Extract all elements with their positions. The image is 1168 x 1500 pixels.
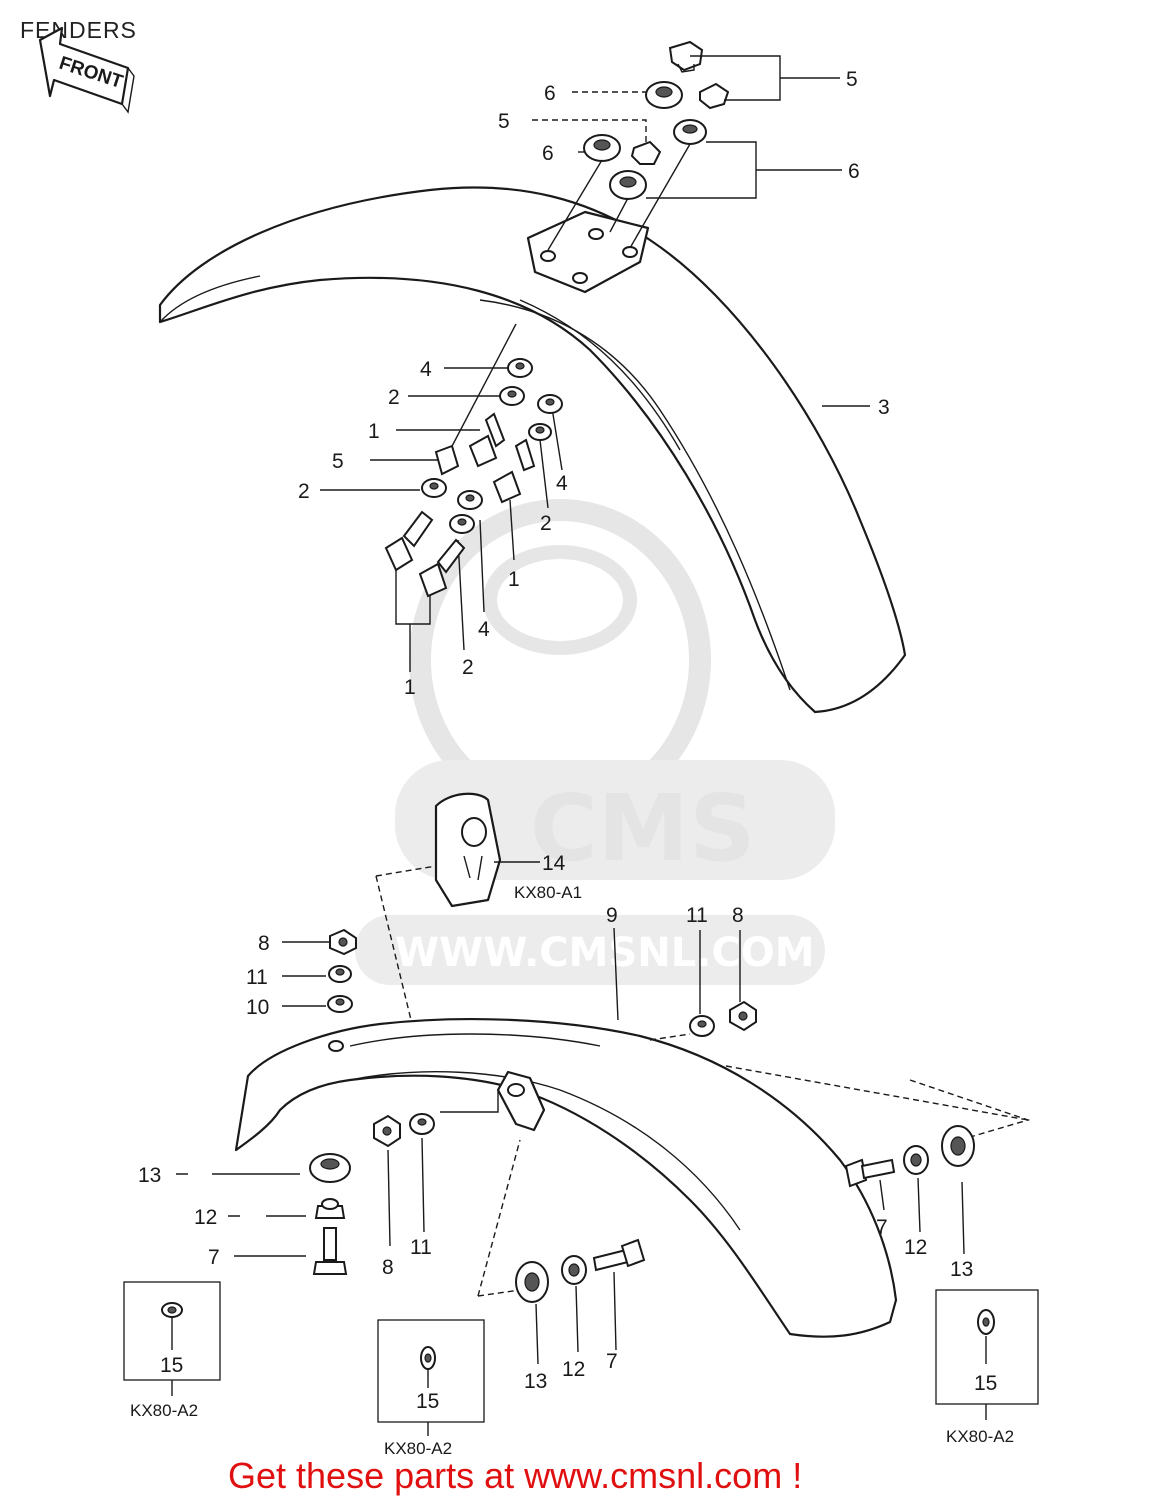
callout-3: 3 bbox=[878, 396, 890, 419]
variant-label-a2-right: KX80-A2 bbox=[946, 1427, 1014, 1446]
collar-5-top-b bbox=[699, 82, 730, 110]
callout-15-left: 15 bbox=[160, 1354, 183, 1377]
variant-label-a1: KX80-A1 bbox=[514, 883, 582, 902]
callout-6-top: 6 bbox=[544, 82, 556, 105]
callout-8-under: 8 bbox=[382, 1256, 394, 1279]
callout-2-c: 2 bbox=[540, 512, 552, 535]
variant-label-a2-middle: KX80-A2 bbox=[384, 1439, 452, 1458]
callout-7-right: 7 bbox=[876, 1216, 888, 1239]
callout-2-d: 2 bbox=[462, 656, 474, 679]
page-title: FENDERS bbox=[20, 17, 137, 43]
grommet-6-d bbox=[609, 170, 647, 200]
callout-12-bottom: 12 bbox=[562, 1358, 585, 1381]
callout-6-mid: 6 bbox=[542, 142, 554, 165]
variant-label-a2-left: KX80-A2 bbox=[130, 1401, 198, 1420]
collar-5-top-a bbox=[668, 40, 704, 73]
callout-8-left: 8 bbox=[258, 932, 270, 955]
collar-5-mid bbox=[630, 140, 662, 165]
front-fender bbox=[158, 186, 907, 714]
callout-13-left: 13 bbox=[138, 1164, 161, 1187]
rear-fender bbox=[234, 1017, 898, 1338]
nut-washer-right bbox=[689, 1000, 757, 1037]
callout-2-b: 2 bbox=[298, 480, 310, 503]
callout-7-left: 7 bbox=[208, 1246, 220, 1269]
top-bolts-washers bbox=[384, 358, 563, 598]
callout-12-right: 12 bbox=[904, 1236, 927, 1259]
grommet-6-a bbox=[645, 81, 683, 109]
callout-5-top: 5 bbox=[846, 68, 858, 91]
watermark-url: WWW.CMSNL.COM bbox=[395, 930, 815, 976]
callout-1-b: 1 bbox=[508, 568, 520, 591]
bracket-14 bbox=[434, 792, 502, 908]
callout-11-left: 11 bbox=[246, 966, 268, 989]
callout-15-middle: 15 bbox=[416, 1390, 439, 1413]
callout-4-b: 4 bbox=[556, 472, 568, 495]
callout-15-right: 15 bbox=[974, 1372, 997, 1395]
inset-box-right: 15 KX80-A2 bbox=[935, 1289, 1039, 1446]
callout-4-c: 4 bbox=[478, 618, 490, 641]
callout-6-right: 6 bbox=[848, 160, 860, 183]
grommet-6-b bbox=[583, 134, 621, 162]
callout-9: 9 bbox=[606, 904, 618, 927]
callout-5-c: 5 bbox=[332, 450, 344, 473]
grommet-bolt-bottom bbox=[515, 1238, 646, 1303]
callout-1-a: 1 bbox=[368, 420, 380, 443]
callout-8-top: 8 bbox=[732, 904, 744, 927]
nut-washer-under bbox=[373, 1113, 435, 1148]
callout-1-c: 1 bbox=[404, 676, 416, 699]
callout-2-a: 2 bbox=[388, 386, 400, 409]
callout-5-mid: 5 bbox=[498, 110, 510, 133]
callout-10: 10 bbox=[246, 996, 269, 1019]
watermark-brand: CMS bbox=[530, 775, 755, 882]
grommet-bolt-left bbox=[309, 1153, 351, 1275]
promo-link-text[interactable]: Get these parts at www.cmsnl.com ! bbox=[228, 1455, 802, 1496]
callout-11-top: 11 bbox=[686, 904, 708, 927]
grommet-6-c bbox=[673, 119, 707, 145]
callout-11-under: 11 bbox=[410, 1236, 432, 1259]
callout-13-bottom: 13 bbox=[524, 1370, 547, 1393]
callout-4-a: 4 bbox=[420, 358, 432, 381]
inset-box-left: 15 KX80-A2 bbox=[123, 1281, 221, 1420]
bolt-grommet-right bbox=[844, 1125, 975, 1188]
callout-12-left: 12 bbox=[194, 1206, 217, 1229]
inset-box-middle: 15 KX80-A2 bbox=[377, 1319, 485, 1458]
callout-7-bottom: 7 bbox=[606, 1350, 618, 1373]
nut-stack-left bbox=[327, 928, 357, 1013]
top-callout-leaders bbox=[320, 55, 870, 672]
cms-watermark: CMS WWW.CMSNL.COM bbox=[355, 499, 835, 985]
callout-14: 14 bbox=[542, 852, 566, 875]
callout-13-right: 13 bbox=[950, 1258, 973, 1281]
